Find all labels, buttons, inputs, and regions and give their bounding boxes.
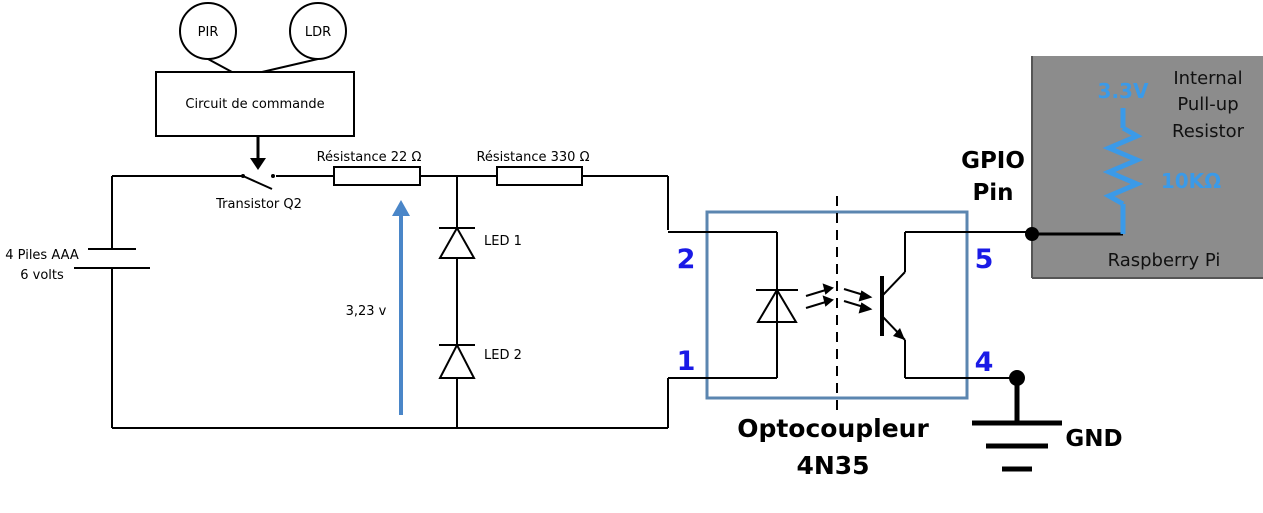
pi-internal-label-2: Pull-up [1177,94,1238,115]
voltage-label: 3,23 v [346,304,387,319]
ldr-label: LDR [305,25,331,40]
pi-resistance-label: 10KΩ [1161,169,1221,193]
pi-internal-label-3: Resistor [1172,121,1245,142]
resistor-22 [333,166,421,186]
ldr-sensor: LDR [289,2,347,60]
resistor-330 [496,166,583,186]
raspberry-pi-panel [1032,56,1263,278]
circuit-wires [111,174,669,429]
ground-symbol [972,370,1062,472]
led-2-label: LED 2 [484,348,522,363]
pi-internal-label-1: Internal [1173,68,1242,89]
control-arrow-head [250,158,266,170]
optocoupler-box [705,210,969,400]
phototransistor [880,271,906,341]
battery-label-2: 6 volts [20,268,64,283]
control-circuit-label: Circuit de commande [185,97,324,112]
light-arrows [805,283,873,314]
pin-1-label: 1 [677,346,696,377]
control-circuit-box: Circuit de commande [155,71,355,137]
pin-4-label: 4 [975,347,994,378]
pin-5-label: 5 [975,244,994,275]
voltage-arrow [392,200,410,415]
pir-sensor: PIR [179,2,237,60]
optocoupler-model: 4N35 [796,451,869,480]
pi-voltage-label: 3.3V [1098,79,1149,103]
gnd-label: GND [1065,426,1122,452]
battery-symbol [74,248,150,269]
optocoupler-led [756,288,798,323]
transistor-label: Transistor Q2 [215,197,302,212]
led-1-label: LED 1 [484,234,522,249]
pin-2-label: 2 [677,244,696,275]
gpio-junction [1025,227,1039,241]
ldr-wire [261,58,319,73]
led-2-symbol [438,342,476,379]
optocoupler-internal-wires [668,231,1032,379]
raspberry-pi-label: Raspberry Pi [1108,250,1221,271]
resistor-330-label: Résistance 330 Ω [476,150,589,165]
gpio-label-2: Pin [972,180,1013,206]
pir-wire [207,58,233,73]
optocoupler-label: Optocoupleur [737,414,929,443]
gpio-label-1: GPIO [961,148,1025,174]
resistor-22-label: Résistance 22 Ω [317,150,422,165]
battery-label-1: 4 Piles AAA [5,248,79,263]
pull-up-resistor [1102,108,1144,234]
pir-label: PIR [198,25,219,40]
led-1-symbol [438,225,476,259]
